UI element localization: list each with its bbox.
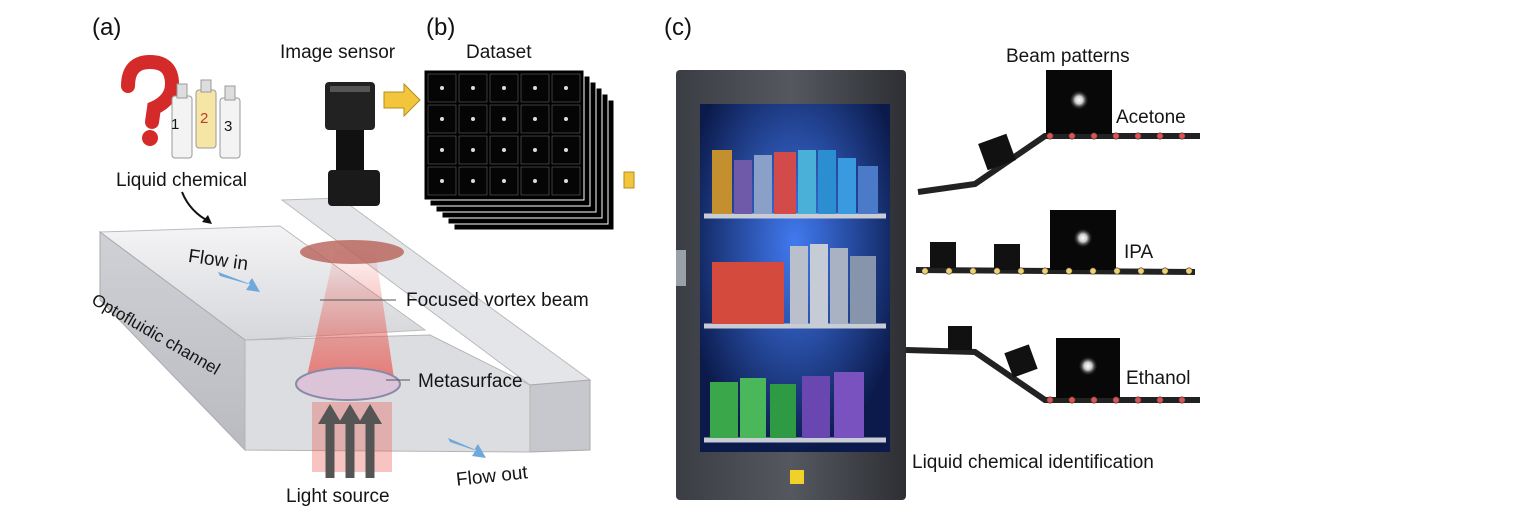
question-mark-icon	[121, 54, 180, 146]
beam-patterns-label: Beam patterns	[1006, 46, 1130, 67]
focused-vortex-beam	[305, 250, 395, 385]
flow-out-arrow	[448, 438, 486, 458]
output-ipa-label: IPA	[1124, 242, 1154, 263]
bottle-number-2: 2	[200, 110, 209, 127]
output-ethanol-label: Ethanol	[1126, 368, 1191, 389]
dataset-label: Dataset	[466, 42, 532, 63]
panel-label-a: (a)	[92, 14, 122, 41]
panel-label-c: (c)	[664, 14, 692, 41]
conveyor-acetone	[917, 70, 1200, 195]
light-source-label: Light source	[286, 486, 390, 507]
focused-vortex-beam-label: Focused vortex beam	[406, 290, 589, 311]
liquid-pointer-arrow	[181, 191, 211, 223]
metasurface-disk	[295, 367, 401, 401]
belt-beads	[921, 132, 1193, 404]
metasurface-label: Metasurface	[418, 371, 523, 392]
flow-in-arrow	[218, 272, 260, 292]
light-source-arrows	[312, 402, 392, 478]
image-sensor-label: Image sensor	[280, 42, 396, 63]
bottle-number-1: 1	[171, 116, 180, 133]
bottle-icons	[171, 79, 241, 159]
conveyor-ethanol	[905, 326, 1200, 403]
vending-cabinet	[676, 70, 906, 500]
panel-label-b: (b)	[426, 14, 456, 41]
arrow-to-dataset	[383, 82, 421, 118]
bottle-number-3: 3	[224, 118, 233, 135]
identification-label: Liquid chemical identification	[912, 452, 1154, 473]
liquid-chemical-label: Liquid chemical	[116, 170, 247, 191]
dataset-stack	[423, 69, 615, 231]
image-sensor-icon	[325, 82, 380, 206]
output-acetone-label: Acetone	[1116, 107, 1186, 128]
conveyor-ipa	[915, 210, 1196, 275]
